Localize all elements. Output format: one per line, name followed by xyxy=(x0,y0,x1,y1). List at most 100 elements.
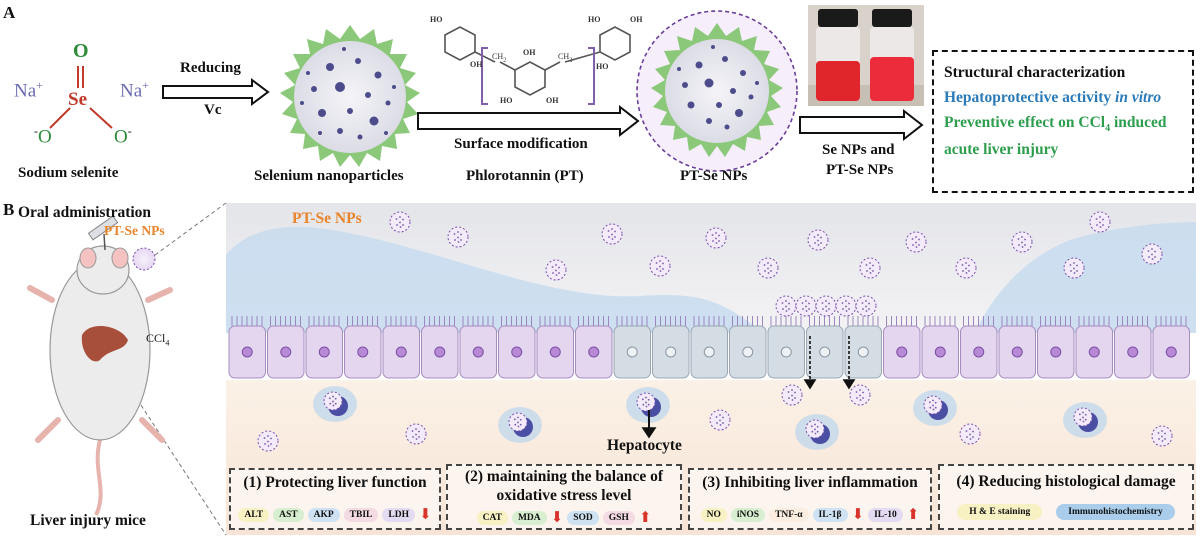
surface-modification-arrow xyxy=(417,104,640,138)
cell-nucleus xyxy=(395,346,407,358)
vials-photo xyxy=(808,5,924,106)
liver-injury-mice-label: Liver injury mice xyxy=(30,512,146,529)
chip-akp: AKP xyxy=(307,508,340,522)
pt-oh-1: OH xyxy=(470,60,483,69)
cell-nucleus xyxy=(665,346,677,358)
chip-tnf: TNF-α xyxy=(769,508,809,522)
mucus-layer-right xyxy=(975,222,1196,333)
sodium-selenite-label: Sodium selenite xyxy=(18,165,119,181)
pt-ch2-1: CH2 xyxy=(492,52,507,64)
chip-no: NO xyxy=(700,508,727,522)
cell-nucleus xyxy=(1165,346,1177,358)
chip-alt: ALT xyxy=(238,508,270,522)
effect-box-title: (1) Protecting liver function xyxy=(243,474,427,491)
chip-ldh: LDH xyxy=(382,508,415,522)
up-arrow-icon: ⬆ xyxy=(906,507,920,523)
cell-nucleus xyxy=(780,346,792,358)
cell-nucleus xyxy=(1050,346,1062,358)
chip-il1b: IL-1β xyxy=(812,508,848,522)
up-arrow-icon: ⬆ xyxy=(638,510,652,526)
summary-line-acute: acute liver injury xyxy=(944,141,1059,159)
pt-ho-2: HO xyxy=(500,96,513,105)
pt-oh-3: OH xyxy=(546,96,559,105)
chip-sod: SOD xyxy=(567,511,599,525)
hepatocyte-label: Hepatocyte xyxy=(607,437,682,454)
cell-nucleus xyxy=(1127,346,1139,358)
effect-box-title: (4) Reducing histological damage xyxy=(956,473,1176,490)
chip-cat: CAT xyxy=(476,511,508,525)
epithelial-cell-row xyxy=(228,325,1190,379)
biomarker-chips: H & E staining Immunohistochemistry xyxy=(940,504,1192,520)
cell-nucleus xyxy=(511,346,523,358)
o-left-atom: -O xyxy=(34,124,52,148)
se-atom: Se xyxy=(68,89,87,110)
effect-box-inflammation: (3) Inhibiting liver inflammation NO iNO… xyxy=(688,468,932,530)
chip-mda: MDA xyxy=(511,511,547,525)
effect-box-oxidative-stress: (2) maintaining the balance of oxidative… xyxy=(446,464,682,530)
summary-line-preventive: Preventive effect on CCl4 induced xyxy=(944,114,1167,135)
chip-ast: AST xyxy=(273,508,304,522)
cell-nucleus xyxy=(973,346,985,358)
panel-a-label: A xyxy=(3,3,16,22)
chip-il10: IL-10 xyxy=(868,508,903,522)
ptse-gut-label: PT-Se NPs xyxy=(292,210,362,227)
phlorotannin-structure xyxy=(444,26,631,105)
cell-nucleus xyxy=(626,346,638,358)
selenium-nanoparticles-label: Selenium nanoparticles xyxy=(254,168,404,184)
effect-box-histology: (4) Reducing histological damage H & E s… xyxy=(938,464,1194,530)
effect-box-title-line2: oxidative stress level xyxy=(496,487,632,504)
cell-nucleus xyxy=(819,346,831,358)
pt-ho-4: HO xyxy=(596,62,609,71)
pt-ho-3: HO xyxy=(588,15,601,24)
o-top-atom: O xyxy=(73,40,89,62)
biomarker-chips: NO iNOS TNF-α IL-1β ⬇ IL-10 ⬆ xyxy=(690,507,930,523)
tissue-particles xyxy=(257,384,1173,452)
biomarker-chips: CAT MDA ⬇ SOD GSH ⬆ xyxy=(448,510,680,526)
cell-nucleus xyxy=(934,346,946,358)
to-summary-arrow xyxy=(799,108,924,142)
ptse-mouse-label: PT-Se NPs xyxy=(104,223,165,238)
cell-nucleus xyxy=(896,346,908,358)
pt-oh-2: OH xyxy=(523,48,536,57)
o-right-atom: O- xyxy=(114,124,132,148)
down-arrow-icon: ⬇ xyxy=(851,507,865,523)
chip-gsh: GSH xyxy=(602,511,635,525)
photo-caption-1: Se NPs and xyxy=(822,142,895,158)
photo-caption-2: PT-Se NPs xyxy=(826,162,894,178)
cell-nucleus xyxy=(318,346,330,358)
ptse-particle-mouse xyxy=(132,247,156,271)
chip-tbil: TBIL xyxy=(343,508,379,522)
cell-nucleus xyxy=(241,346,253,358)
pt-ho-1: HO xyxy=(430,15,443,24)
down-arrow-icon: ⬇ xyxy=(418,507,432,523)
cell-nucleus xyxy=(357,346,369,358)
chip-immunohistochemistry: Immunohistochemistry xyxy=(1056,504,1175,520)
mouse-illustration xyxy=(27,215,173,516)
transport-arrows xyxy=(641,336,856,439)
effect-box-liver-function: (1) Protecting liver function ALT AST AK… xyxy=(229,468,441,530)
phlorotannin-label: Phlorotannin (PT) xyxy=(466,168,584,184)
effect-box-title: (3) Inhibiting liver inflammation xyxy=(702,474,918,491)
panel-b-label: B xyxy=(3,200,15,219)
lumen-particles xyxy=(389,211,1163,317)
vc-label: Vc xyxy=(204,102,222,118)
ccl4-label: CCl4 xyxy=(146,331,170,348)
reducing-arrow xyxy=(162,78,270,106)
mucus-layer-left xyxy=(226,226,760,333)
cell-nucleus xyxy=(1011,346,1023,358)
zoom-line-bottom xyxy=(117,369,227,536)
na-right: Na+ xyxy=(120,78,149,102)
cell-nucleus xyxy=(588,346,600,358)
summary-line-structural: Structural characterization xyxy=(944,64,1126,81)
cell-nucleus xyxy=(549,346,561,358)
ptse-nanoparticle xyxy=(636,10,798,172)
pt-oh-4: OH xyxy=(630,15,643,24)
oral-administration-label: Oral administration xyxy=(18,204,152,221)
na-left: Na+ xyxy=(14,78,43,102)
cell-nucleus xyxy=(857,346,869,358)
pt-ch2-2: CH2 xyxy=(558,52,573,64)
surface-modification-label: Surface modification xyxy=(454,136,588,152)
reducing-label: Reducing xyxy=(180,60,241,76)
cell-nucleus xyxy=(434,346,446,358)
